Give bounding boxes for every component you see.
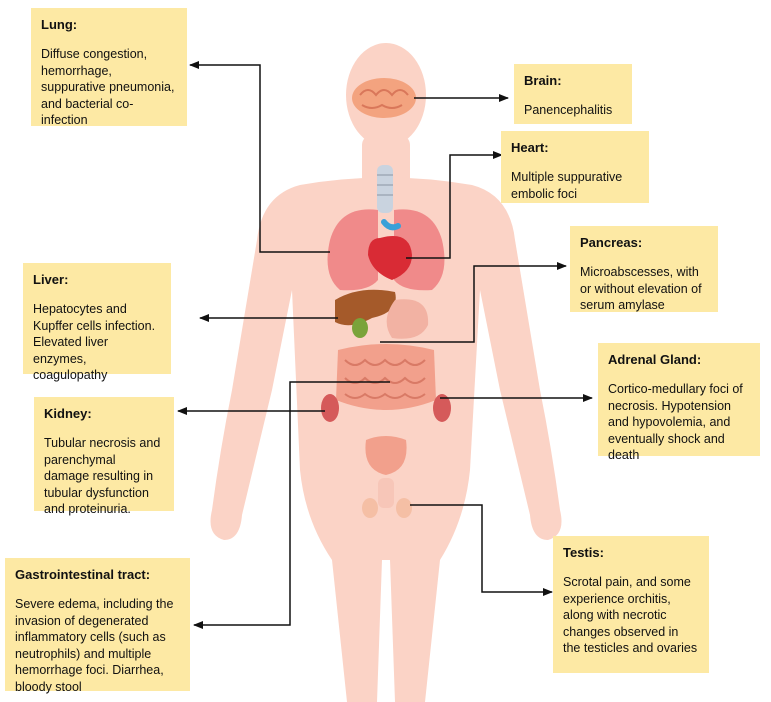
gi-description: Severe edema, including the invasion of …	[15, 597, 174, 694]
pancreas-title: Pancreas:	[580, 235, 643, 250]
heart-callout: Heart: Multiple suppurative embolic foci	[501, 131, 649, 203]
testis-description: Scrotal pain, and some experience orchit…	[563, 575, 698, 656]
testis-connector	[410, 504, 553, 596]
liver-callout: Liver: Hepatocytes and Kupffer cells inf…	[23, 263, 171, 382]
kidney-title: Kidney:	[44, 406, 92, 421]
liver-description: Hepatocytes and Kupffer cells infection.…	[33, 302, 156, 383]
gi-title: Gastrointestinal tract:	[15, 567, 151, 582]
adrenal-title: Adrenal Gland:	[608, 352, 702, 367]
heart-connector	[406, 151, 503, 259]
heart-organ	[368, 219, 412, 280]
gi-connector	[193, 381, 390, 629]
heart-description: Multiple suppurative embolic foci	[511, 170, 623, 201]
pancreas-connector	[380, 262, 567, 343]
adrenal-callout: Adrenal Gland: Cortico-medullary foci of…	[598, 343, 760, 462]
testis-title: Testis:	[563, 545, 604, 560]
testis-callout: Testis: Scrotal pain, and some experienc…	[553, 536, 709, 673]
liver-title: Liver:	[33, 272, 69, 287]
liver-organ	[335, 289, 429, 339]
heart-title: Heart:	[511, 140, 549, 155]
gi-callout: Gastrointestinal tract: Severe edema, in…	[5, 558, 190, 694]
adrenal-description: Cortico-medullary foci of necrosis. Hypo…	[608, 382, 743, 463]
reproductive-organ	[362, 436, 412, 518]
pancreas-callout: Pancreas: Microabscesses, with or withou…	[570, 226, 718, 312]
lung-connector	[189, 61, 330, 253]
kidney-callout: Kidney: Tubular necrosis and parenchymal…	[34, 397, 174, 516]
intestines-organ	[336, 344, 436, 410]
kidneys-organ	[321, 394, 451, 422]
brain-title: Brain:	[524, 73, 562, 88]
lung-description: Diffuse congestion, hemorrhage, suppurat…	[41, 47, 175, 128]
lung-callout: Lung: Diffuse congestion, hemorrhage, su…	[31, 8, 187, 128]
lung-title: Lung:	[41, 17, 78, 32]
trachea-organ	[377, 165, 393, 213]
brain-organ	[352, 78, 416, 118]
brain-callout: Brain: Panencephalitis	[514, 64, 632, 124]
pancreas-description: Microabscesses, with or without elevatio…	[580, 265, 702, 313]
connector-lines	[177, 61, 593, 629]
brain-description: Panencephalitis	[524, 103, 613, 118]
kidney-description: Tubular necrosis and parenchymal damage …	[44, 436, 161, 517]
